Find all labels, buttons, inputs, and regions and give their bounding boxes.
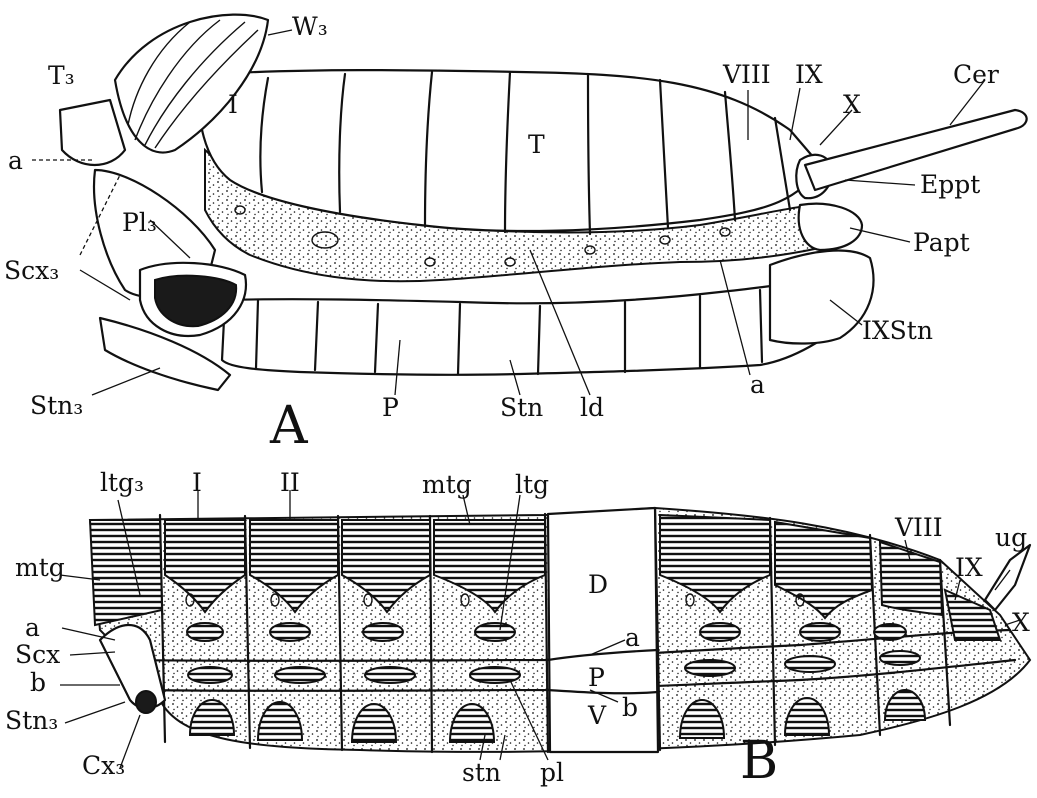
label-ug: ug [995,525,1027,550]
label-viii-a: VIII [723,62,771,87]
label-paraproct: Papt [913,230,970,255]
label-scx3: Scx₃ [4,258,59,283]
label-a-right-a: a [750,372,765,397]
label-ltg: ltg [515,472,549,497]
figure-b-drawing [60,490,1030,768]
label-cercus: Cer [953,62,999,87]
label-stn-a: Stn [500,395,543,420]
label-v: V [588,703,606,728]
label-pl: pl [540,760,564,785]
paraproct-a [799,204,862,250]
label-d: D [588,572,608,597]
label-tergum: T [528,132,545,157]
label-a-left-b: a [25,615,40,640]
label-b-mid-b: b [622,695,638,720]
label-pl3: Pl₃ [122,210,157,235]
panel-label-a: A [270,400,308,452]
label-a-left-a: a [8,148,23,173]
label-scx: Scx [15,642,60,667]
label-stn-b: stn [462,760,501,785]
label-mtg-top: mtg [422,472,472,497]
metanotum-a [60,100,125,165]
panel-label-b: B [740,735,778,787]
label-p-b: P [588,665,605,690]
label-epiproct: Eppt [920,172,980,197]
label-x-b: X [1012,610,1030,635]
label-segment-i-b: I [192,470,202,495]
label-p-a: P [382,395,399,420]
label-viii-b: VIII [895,515,943,540]
label-ix-a: IX [795,62,823,87]
label-segment-i-a: I [228,92,238,117]
label-stn3-b: Stn₃ [5,708,58,733]
label-ixstn: IXStn [862,318,933,343]
label-w3: W₃ [292,14,328,39]
label-ld: ld [580,395,604,420]
label-x-a: X [843,92,861,117]
label-b-left-b: b [30,670,46,695]
caudal-process-b [985,545,1030,610]
ninth-sternum-a [770,251,873,344]
label-stn3-a: Stn₃ [30,393,83,418]
label-t3: T₃ [48,63,75,88]
label-ltg3: ltg₃ [100,470,144,495]
label-mtg-left: mtg [15,555,65,580]
label-ix-b: IX [955,555,983,580]
label-cx3: Cx₃ [82,753,125,778]
coxa-b [136,691,156,713]
label-segment-ii-b: II [280,470,300,495]
cercus-a [805,110,1027,190]
label-a-mid-b: a [625,625,640,650]
